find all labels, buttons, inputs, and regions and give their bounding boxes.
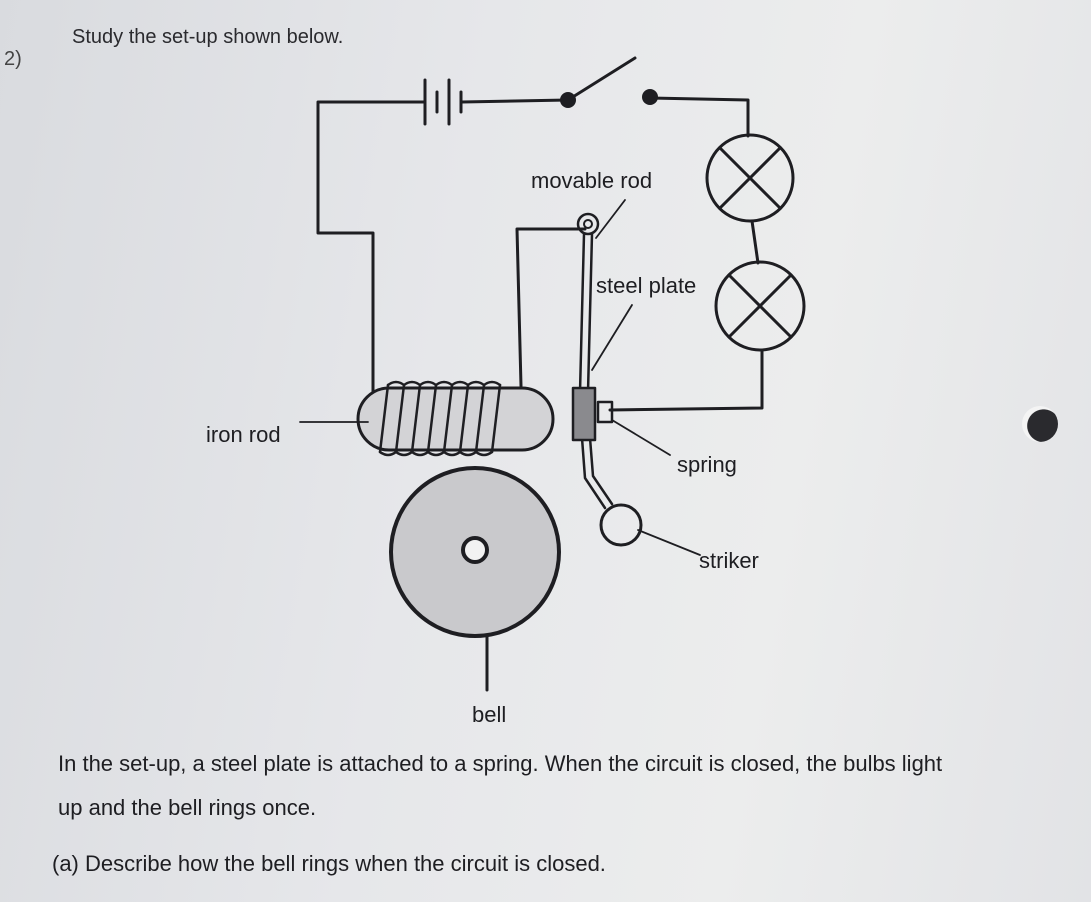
label-bell: bell	[472, 702, 507, 727]
wire-switch-to-bulbs	[648, 96, 750, 138]
label-iron-rod: iron rod	[206, 422, 281, 447]
label-steel-plate: steel plate	[596, 273, 697, 298]
pointer-steel-plate	[591, 304, 633, 371]
coil-windings	[378, 380, 502, 457]
iron-rod	[356, 386, 555, 452]
binder-hole	[1022, 406, 1058, 442]
pointer-spring	[611, 419, 671, 456]
steel-plate	[571, 386, 597, 442]
paragraph-line-2: up and the bell rings once.	[58, 795, 317, 820]
label-striker: striker	[699, 548, 759, 573]
label-movable-rod: movable rod	[531, 168, 653, 193]
movable-rod	[578, 232, 594, 394]
wire-battery-left	[316, 100, 427, 400]
wire-coil-to-rod	[515, 227, 587, 388]
bulb-2	[714, 260, 806, 352]
wire-between-bulbs	[750, 219, 760, 265]
switch-terminal-left	[560, 92, 576, 108]
bulb-1	[705, 133, 795, 223]
wire-bulbs-to-contact	[608, 348, 764, 412]
bell-centre	[461, 536, 489, 564]
striker-ball	[599, 503, 643, 547]
label-spring: spring	[677, 452, 737, 477]
paragraph-line-1: In the set-up, a steel plate is attached…	[58, 751, 943, 776]
switch-lever	[566, 56, 637, 102]
movable-rod-pivot	[576, 212, 600, 236]
pointer-striker	[637, 529, 701, 556]
question-number: 2)	[4, 48, 22, 70]
description-paragraph: In the set-up, a steel plate is attached…	[58, 742, 1078, 830]
question-part-a: (a) Describe how the bell rings when the…	[52, 851, 606, 876]
spring-contact	[596, 400, 614, 424]
question-intro: Study the set-up shown below.	[72, 26, 344, 48]
wire-battery-right	[460, 98, 570, 104]
pointer-movable-rod	[595, 199, 626, 239]
switch-terminal-right	[642, 89, 658, 105]
